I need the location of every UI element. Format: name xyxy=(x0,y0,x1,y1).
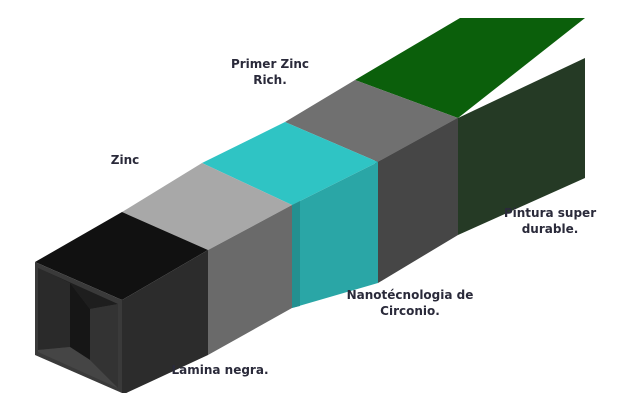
zinc-top-face xyxy=(122,163,292,250)
zinc-side-face xyxy=(208,205,292,355)
lamina-inner-back xyxy=(70,283,90,360)
label-pintura-line1: Pintura super xyxy=(503,206,597,220)
nano-top-face xyxy=(202,122,378,205)
nano-side-shade xyxy=(292,201,300,308)
lamina-inner-bottom xyxy=(38,347,118,388)
label-pintura-line2: durable. xyxy=(521,222,579,236)
primer-side-face xyxy=(378,118,458,283)
label-primer-line2: Rich. xyxy=(253,73,287,87)
nano-side-face xyxy=(292,162,378,308)
primer-top-face xyxy=(285,80,458,162)
lamina-inner-left xyxy=(38,268,70,350)
label-nanotecnologia: Nanotécnologia de Circonio. xyxy=(340,287,480,319)
label-lamina-line1: Lamina negra. xyxy=(171,363,269,377)
label-primer-zinc-rich: Primer Zinc Rich. xyxy=(220,56,320,88)
label-nano-line2: Circonio. xyxy=(380,304,440,318)
label-primer-line1: Primer Zinc xyxy=(230,57,310,71)
lamina-inner-top xyxy=(38,268,118,309)
label-nano-line1: Nanotécnologia de xyxy=(346,288,474,302)
lamina-side-face xyxy=(122,250,208,395)
label-zinc-line1: Zinc xyxy=(110,153,140,167)
label-lamina-negra: Lamina negra. xyxy=(165,362,275,378)
label-zinc: Zinc xyxy=(100,152,150,168)
lamina-inner-right xyxy=(90,304,118,388)
pintura-side-face xyxy=(458,58,585,235)
label-pintura-super-durable: Pintura super durable. xyxy=(495,205,605,237)
lamina-top-face xyxy=(35,212,208,300)
pintura-top-face xyxy=(355,18,585,118)
